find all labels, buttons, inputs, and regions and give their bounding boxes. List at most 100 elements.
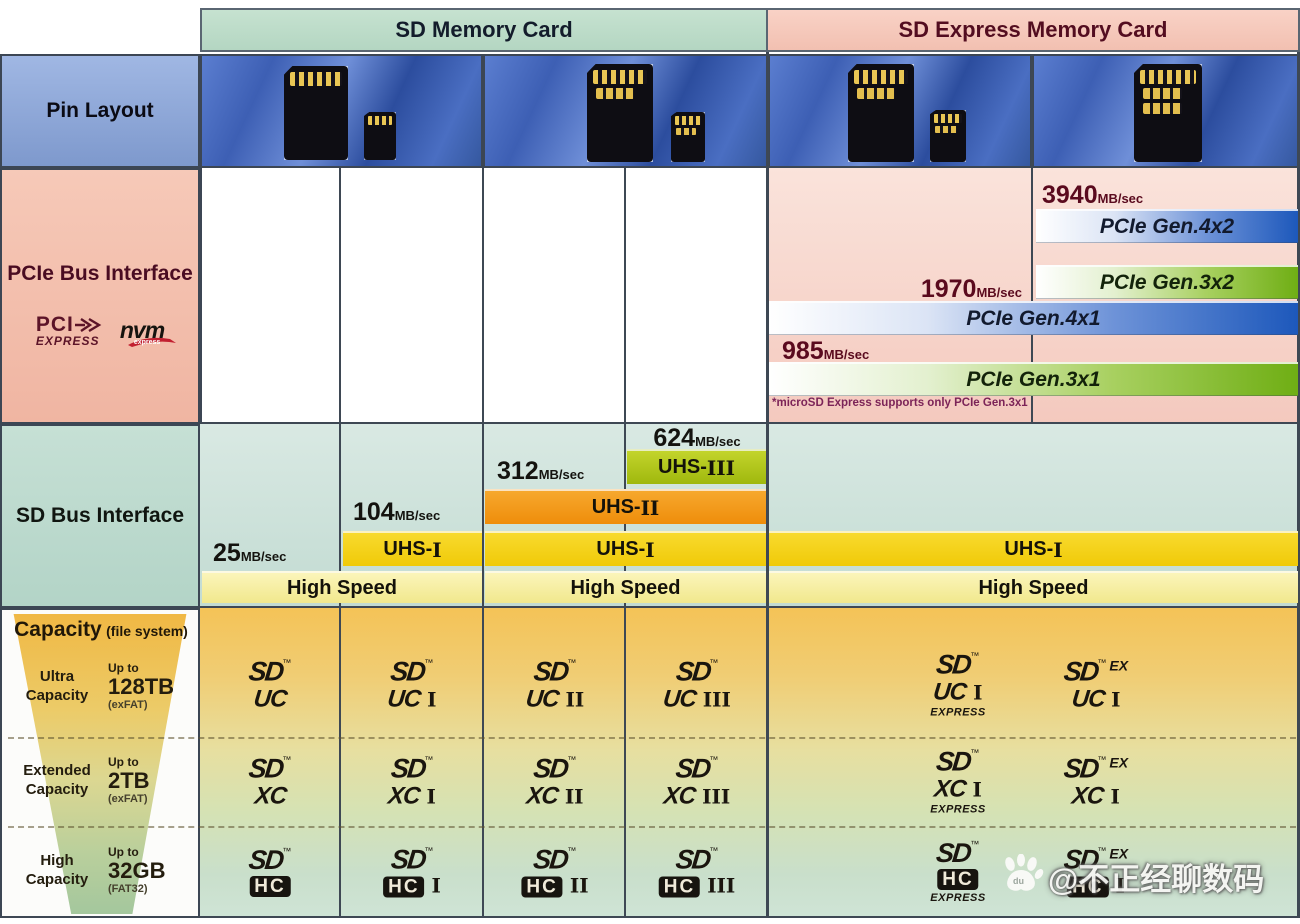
sduc-logo: SD™ UC (247, 656, 292, 713)
speed-value: 1970 (920, 275, 977, 303)
uhs1-bar-sd: UHS-I (343, 531, 482, 566)
capacity-title: Capacity (file system) (6, 618, 196, 642)
extended-size: 2TB (108, 768, 150, 794)
pin-cell-uhs2 (483, 54, 768, 168)
speed-unit: MB/sec (823, 347, 870, 362)
high-capacity-group: High Capacity Up to 32GB (FAT32) (16, 845, 166, 896)
speed-unit: MB/sec (538, 467, 585, 482)
speed-unit: MB/sec (1097, 191, 1144, 206)
sdbus-speed-624: 624MB/sec (627, 426, 767, 451)
uhs2-label: UHS- (591, 496, 641, 518)
uhs3-numeral: III (706, 455, 735, 480)
microsd-card-icon (364, 112, 396, 160)
ultra-upto: Up to (108, 661, 139, 675)
uhs2-numeral: II (640, 495, 660, 520)
sdbus-speed-104: 104MB/sec (353, 500, 440, 525)
pcie-speed-1970: 1970MB/sec (872, 277, 1022, 302)
sd-express-memory-card-header: SD Express Memory Card (766, 8, 1300, 52)
sdhc-express-logo: SD™ HC EXPRESS (930, 838, 986, 904)
pcie-gen4x1-bar: PCIe Gen.4x1 (769, 301, 1298, 335)
pin-cell-sd (200, 54, 483, 168)
uhs1-numeral: I (1053, 537, 1063, 562)
extended-upto: Up to (108, 755, 139, 769)
microsd-express-note: *microSD Express supports only PCIe Gen.… (772, 397, 1028, 409)
pin-cell-sd-express (768, 54, 1032, 168)
sd-memory-card-title: SD Memory Card (395, 17, 573, 42)
capacity-dashed-divider (8, 826, 1296, 828)
pin-layout-label: Pin Layout (46, 99, 154, 122)
section-divider (766, 52, 769, 918)
pcie-sd-empty-area (200, 168, 768, 424)
uhs1-bar-mid: UHS-I (485, 531, 766, 566)
pcie-gen3x1-bar: PCIe Gen.3x1 (769, 362, 1298, 396)
sd-bus-interface-row-header: SD Bus Interface (0, 424, 200, 608)
uhs1-label: UHS- (383, 538, 433, 560)
sd-bus-interface-label: SD Bus Interface (15, 504, 185, 527)
extended-filesystem: (exFAT) (108, 793, 148, 806)
bottom-border (0, 916, 1300, 918)
sdbus-speed-25: 25MB/sec (213, 541, 286, 566)
ultra-filesystem: (exFAT) (108, 699, 148, 712)
pcie-logos: PCI EXPRESS nvm express (36, 314, 176, 347)
pin-cell-sd-express-gen4x2 (1032, 54, 1300, 168)
uhs3-label: UHS- (658, 456, 707, 478)
high-speed-bar-express: High Speed (769, 571, 1298, 603)
uhs1-numeral: I (432, 537, 442, 562)
sd-card-icon (284, 66, 348, 160)
high-filesystem: (FAT32) (108, 883, 148, 896)
baidu-paw-icon: du (1000, 853, 1044, 899)
speed-value: 104 (353, 498, 395, 526)
uhs1-label: UHS- (596, 538, 646, 560)
pcie-gen3x1-label: PCIe Gen.3x1 (966, 367, 1101, 391)
high-speed-bar-mid: High Speed (485, 571, 766, 603)
pcie-bus-interface-row-header: PCIe Bus Interface PCI EXPRESS nvm expre… (0, 168, 200, 424)
uhs1-label: UHS- (1004, 538, 1054, 560)
column-divider (482, 168, 484, 918)
sdxc-logo: SD™ XC (247, 753, 292, 810)
speed-unit: MB/sec (695, 434, 741, 449)
watermark: du @不正经聊数码 (1000, 850, 1264, 902)
nvm-logo-word: nvm (119, 317, 165, 343)
speed-unit: MB/sec (240, 549, 287, 564)
sd-express-card-icon (848, 64, 914, 162)
ultra-size: 128TB (108, 674, 175, 700)
uhs1-numeral: I (645, 537, 655, 562)
speed-value: 3940 (1042, 181, 1098, 209)
sd-express-gen4x2-card-icon (1134, 64, 1202, 162)
pci-express-logo: PCI EXPRESS (36, 314, 104, 347)
extended-capacity-label: Extended Capacity (23, 761, 91, 798)
high-upto: Up to (108, 845, 139, 859)
pcie-speed-985: 985MB/sec (782, 339, 869, 364)
ultra-capacity-label: Ultra Capacity (25, 667, 89, 704)
speed-value: 25 (213, 539, 241, 567)
express-column-divider (1031, 54, 1033, 424)
watermark-handle: @不正经聊数码 (1048, 861, 1265, 897)
uhs3-bar: UHS-III (627, 449, 766, 484)
speed-unit: MB/sec (976, 285, 1022, 300)
pcie-gen4x2-bar: PCIe Gen.4x2 (1036, 209, 1298, 243)
nvm-swoosh-icon (127, 337, 176, 347)
capacity-area (200, 608, 1300, 918)
high-capacity-label: High Capacity (25, 851, 89, 888)
high-size: 32GB (108, 858, 166, 884)
column-divider (339, 168, 341, 918)
sd-uhs2-card-icon (587, 64, 653, 162)
right-border (1297, 52, 1300, 918)
speed-value: 985 (782, 337, 824, 365)
capacity-subtitle: (file system) (106, 623, 188, 639)
pcie-gen4x2-label: PCIe Gen.4x2 (1099, 214, 1235, 238)
uhs1-bar-express: UHS-I (769, 531, 1298, 566)
